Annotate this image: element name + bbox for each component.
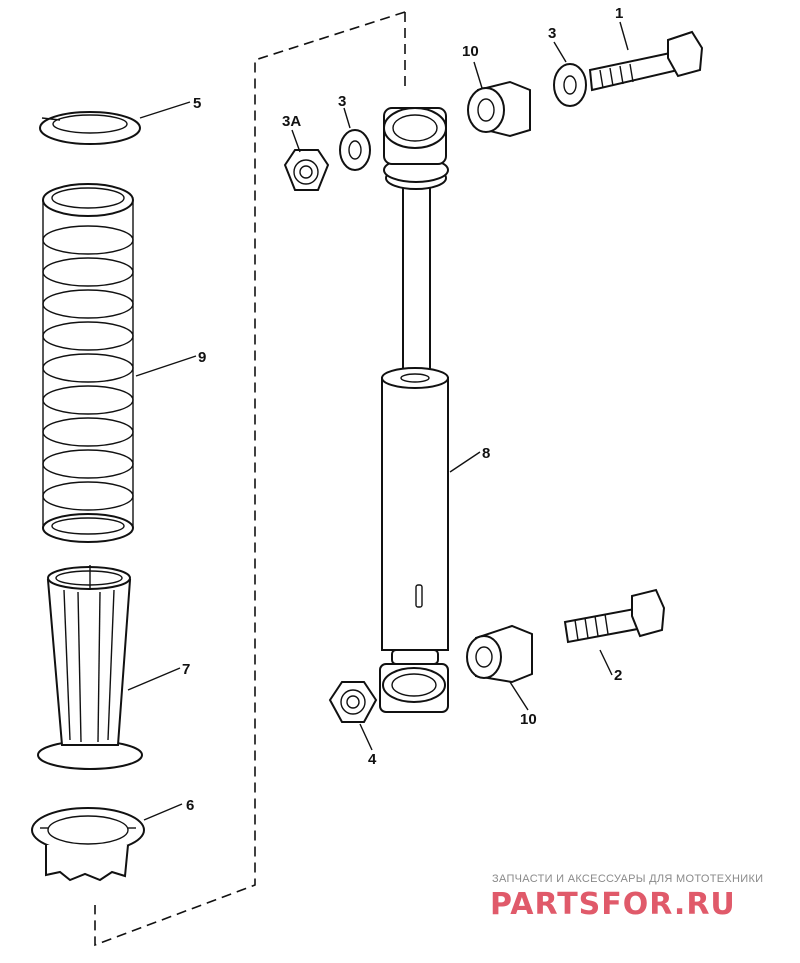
callout-3A: 3A: [282, 113, 301, 130]
watermark-brand: PARTSFOR.RU: [490, 887, 736, 922]
callout-1: 1: [615, 5, 623, 22]
callout-10-bottom: 10: [520, 711, 537, 728]
callout-6: 6: [186, 797, 194, 814]
part-1-bolt: [588, 30, 704, 92]
part-6-spring-seat: [31, 807, 145, 882]
callout-8: 8: [482, 445, 490, 462]
watermark-tagline: ЗАПЧАСТИ И АКСЕССУАРЫ ДЛЯ МОТОТЕХНИКИ: [492, 873, 763, 885]
part-10-bushing-top: [467, 80, 531, 138]
callout-3-left: 3: [338, 93, 346, 110]
callout-7: 7: [182, 661, 190, 678]
callout-9: 9: [198, 349, 206, 366]
callout-10-top: 10: [462, 43, 479, 60]
part-2-bolt: [563, 588, 666, 644]
callout-5: 5: [193, 95, 201, 112]
callout-4: 4: [368, 751, 377, 768]
part-7-spring-guide: [37, 565, 143, 770]
callouts: 1 2 3 3 3A 4 5 6 7 8 9 10 10: [182, 5, 623, 814]
part-5-retaining-ring: [39, 111, 141, 145]
part-10-bushing-bottom: [466, 624, 533, 684]
callout-3-right: 3: [548, 25, 556, 42]
part-9-coil-spring: [42, 183, 134, 543]
leader-lines: [127, 21, 629, 821]
part-4-nut: [328, 681, 378, 723]
watermark: ЗАПЧАСТИ И АКСЕССУАРЫ ДЛЯ МОТОТЕХНИКИ PA…: [490, 873, 763, 922]
callout-2: 2: [614, 667, 622, 684]
part-3A-nut: [283, 149, 330, 191]
part-3-washer-left: [339, 129, 371, 171]
part-3-washer-right: [553, 63, 587, 107]
part-8-shock-absorber: [379, 107, 449, 713]
assembly-boundary: [94, 11, 406, 947]
